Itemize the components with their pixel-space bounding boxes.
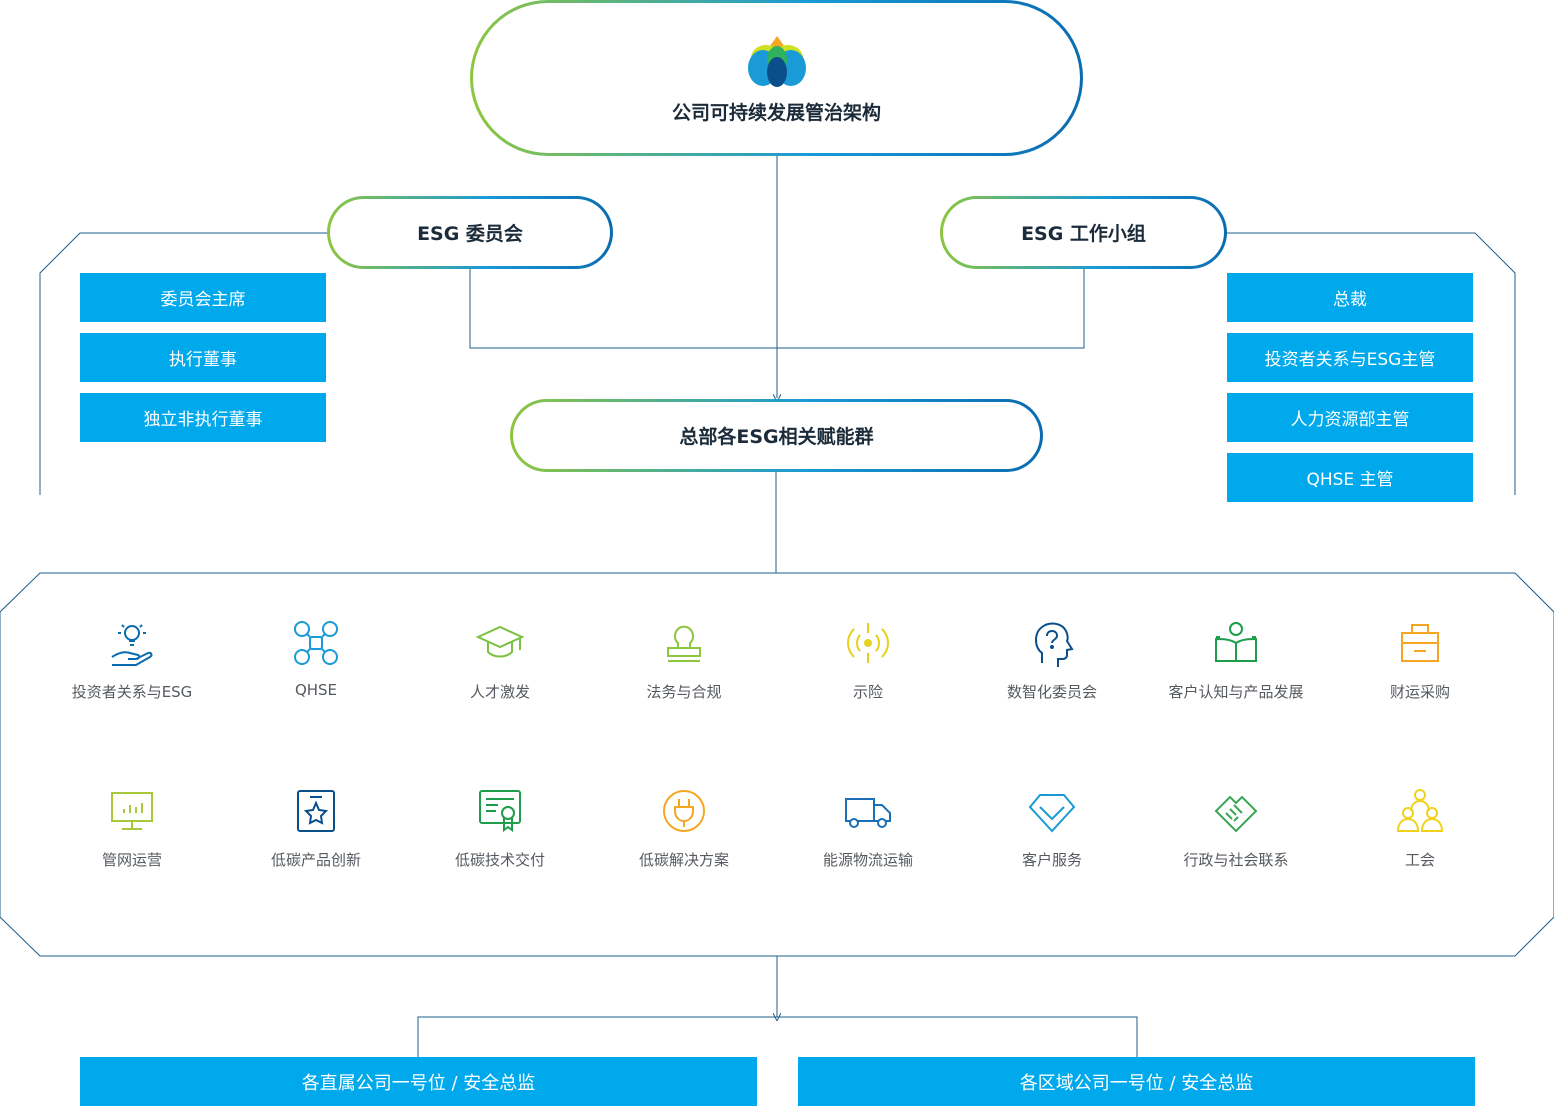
signal-icon — [847, 623, 889, 663]
lightbulb-hand-icon — [111, 624, 153, 666]
bottom-regional-companies: 各区域公司一号位 / 安全总监 — [798, 1057, 1475, 1106]
category-low-carbon-solution: 低碳解决方案 — [592, 787, 776, 870]
graduation-cap-icon — [476, 625, 524, 658]
esg-working-group-title: ESG 工作小组 — [1021, 223, 1146, 245]
people-group-icon — [1396, 789, 1444, 832]
category-union: 工会 — [1328, 787, 1512, 870]
head-question-icon — [1035, 622, 1074, 667]
hub-node: 总部各ESG相关赋能群 — [510, 399, 1043, 472]
category-customer-service: 客户服务 — [960, 787, 1144, 870]
plug-icon — [663, 790, 705, 832]
lotus-logo — [747, 35, 806, 87]
committee-role-independent-director: 独立非执行董事 — [80, 393, 326, 442]
category-investor-relations: 投资者关系与ESG — [40, 619, 224, 702]
esg-committee-node: ESG 委员会 — [327, 196, 613, 269]
governance-root-node: 公司可持续发展管治架构 — [470, 0, 1083, 156]
certificate-icon — [479, 790, 521, 832]
category-qhse: QHSE — [224, 619, 408, 699]
category-risk: 示险 — [776, 619, 960, 702]
bottom-direct-subsidiaries: 各直属公司一号位 / 安全总监 — [80, 1057, 757, 1106]
drone-icon — [294, 621, 338, 665]
committee-role-chair: 委员会主席 — [80, 273, 326, 322]
category-low-carbon-product: 低碳产品创新 — [224, 787, 408, 870]
diamond-icon — [1028, 794, 1076, 833]
category-customer-insight: 客户认知与产品发展 — [1144, 619, 1328, 702]
reader-book-icon — [1215, 622, 1257, 662]
working-group-role-qhse: QHSE 主管 — [1227, 453, 1473, 502]
committee-role-executive-director: 执行董事 — [80, 333, 326, 382]
truck-icon — [845, 798, 891, 828]
category-legal: 法务与合规 — [592, 619, 776, 702]
monitor-chart-icon — [111, 792, 153, 830]
working-group-role-hr: 人力资源部主管 — [1227, 393, 1473, 442]
category-logistics: 能源物流运输 — [776, 787, 960, 870]
hub-title: 总部各ESG相关赋能群 — [679, 426, 874, 448]
esg-committee-title: ESG 委员会 — [417, 223, 523, 245]
category-procurement: 财运采购 — [1328, 619, 1512, 702]
root-title: 公司可持续发展管治架构 — [671, 101, 881, 124]
category-low-carbon-tech: 低碳技术交付 — [408, 787, 592, 870]
category-digital: 数智化委员会 — [960, 619, 1144, 702]
handshake-icon — [1214, 795, 1258, 833]
esg-working-group-node: ESG 工作小组 — [940, 196, 1227, 269]
category-pipeline-ops: 管网运营 — [40, 787, 224, 870]
category-admin-social: 行政与社会联系 — [1144, 787, 1328, 870]
stamp-icon — [667, 625, 701, 662]
star-badge-icon — [297, 790, 335, 832]
working-group-role-president: 总裁 — [1227, 273, 1473, 322]
category-talent: 人才激发 — [408, 619, 592, 702]
working-group-role-ir-esg: 投资者关系与ESG主管 — [1227, 333, 1473, 382]
shopping-bag-icon — [1401, 624, 1439, 662]
